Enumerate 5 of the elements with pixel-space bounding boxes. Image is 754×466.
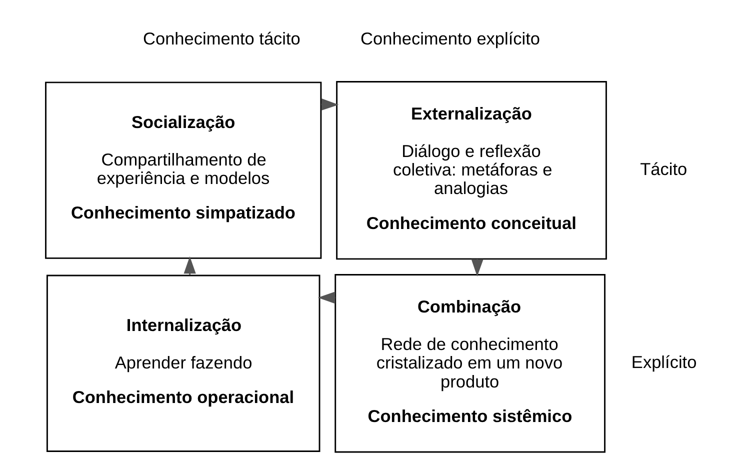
- label: Conhecimento tácito: [142, 28, 300, 48]
- node-box: Internalização Aprender fazendo Conhecimento operacional: [46, 274, 320, 452]
- label: Explícito: [630, 352, 696, 372]
- label: Tácito: [640, 158, 687, 179]
- label: Conhecimento explícito: [360, 28, 540, 48]
